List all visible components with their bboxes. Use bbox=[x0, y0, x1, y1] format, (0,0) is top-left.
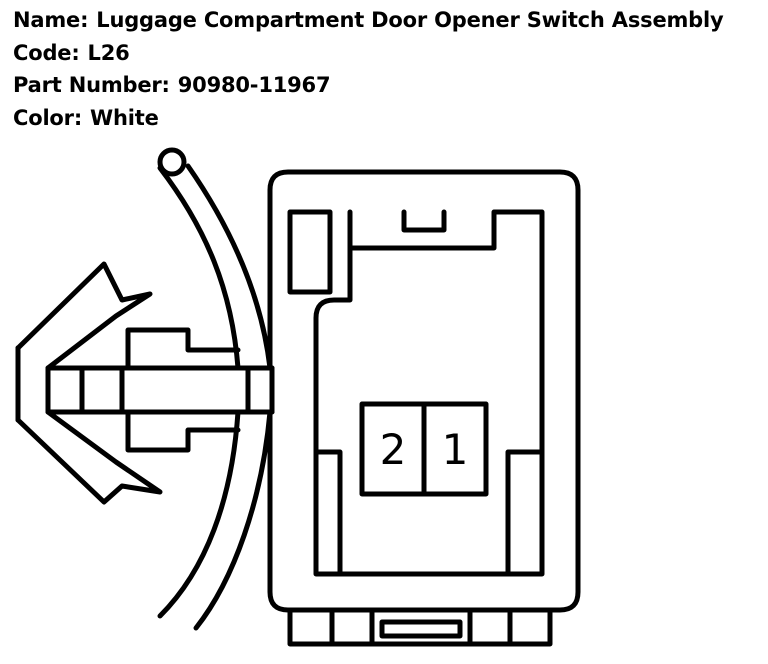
mounting-arm bbox=[157, 147, 275, 631]
clip-lower-shoulder bbox=[125, 409, 241, 453]
clip-upper-prong bbox=[15, 261, 153, 371]
pin-1-label: 1 bbox=[442, 425, 469, 474]
color-label: Color: bbox=[13, 105, 83, 130]
housing-latch-notch bbox=[401, 209, 447, 233]
housing-lower-left-rib bbox=[313, 449, 343, 577]
arm-upper-inner bbox=[185, 163, 273, 371]
part-number-label: Part Number: bbox=[13, 73, 170, 97]
clip-stem bbox=[45, 365, 251, 415]
clip-lower-prong bbox=[15, 345, 163, 505]
pin-2-label: 2 bbox=[380, 425, 407, 474]
name-row: Name: Luggage Compartment Door Opener Swi… bbox=[13, 4, 724, 37]
part-number-row: Part Number: 90980-11967 bbox=[13, 69, 724, 102]
code-value: L26 bbox=[87, 40, 130, 65]
housing-base bbox=[287, 607, 553, 647]
housing-lower-right-rib bbox=[505, 449, 545, 577]
clip-upper-shoulder bbox=[125, 327, 241, 371]
arm-lower-outer bbox=[157, 409, 241, 619]
arm-tip bbox=[157, 147, 187, 177]
arm-upper-outer bbox=[157, 165, 241, 371]
housing-inner-cavity bbox=[313, 209, 545, 577]
name-value: Luggage Compartment Door Opener Switch A… bbox=[96, 8, 724, 32]
retainer-clip bbox=[15, 261, 251, 505]
connector-housing bbox=[267, 169, 581, 613]
color-value: White bbox=[90, 105, 159, 130]
housing-side-slot bbox=[287, 209, 333, 295]
color-row: Color: White bbox=[13, 102, 724, 135]
code-label: Code: bbox=[13, 40, 80, 65]
part-number-value: 90980-11967 bbox=[177, 73, 331, 97]
arm-lower-inner bbox=[193, 409, 273, 631]
code-row: Code: L26 bbox=[13, 37, 724, 70]
base-center-tab bbox=[379, 619, 463, 639]
name-label: Name: bbox=[13, 8, 89, 32]
part-info-block: Name: Luggage Compartment Door Opener Swi… bbox=[13, 4, 724, 134]
